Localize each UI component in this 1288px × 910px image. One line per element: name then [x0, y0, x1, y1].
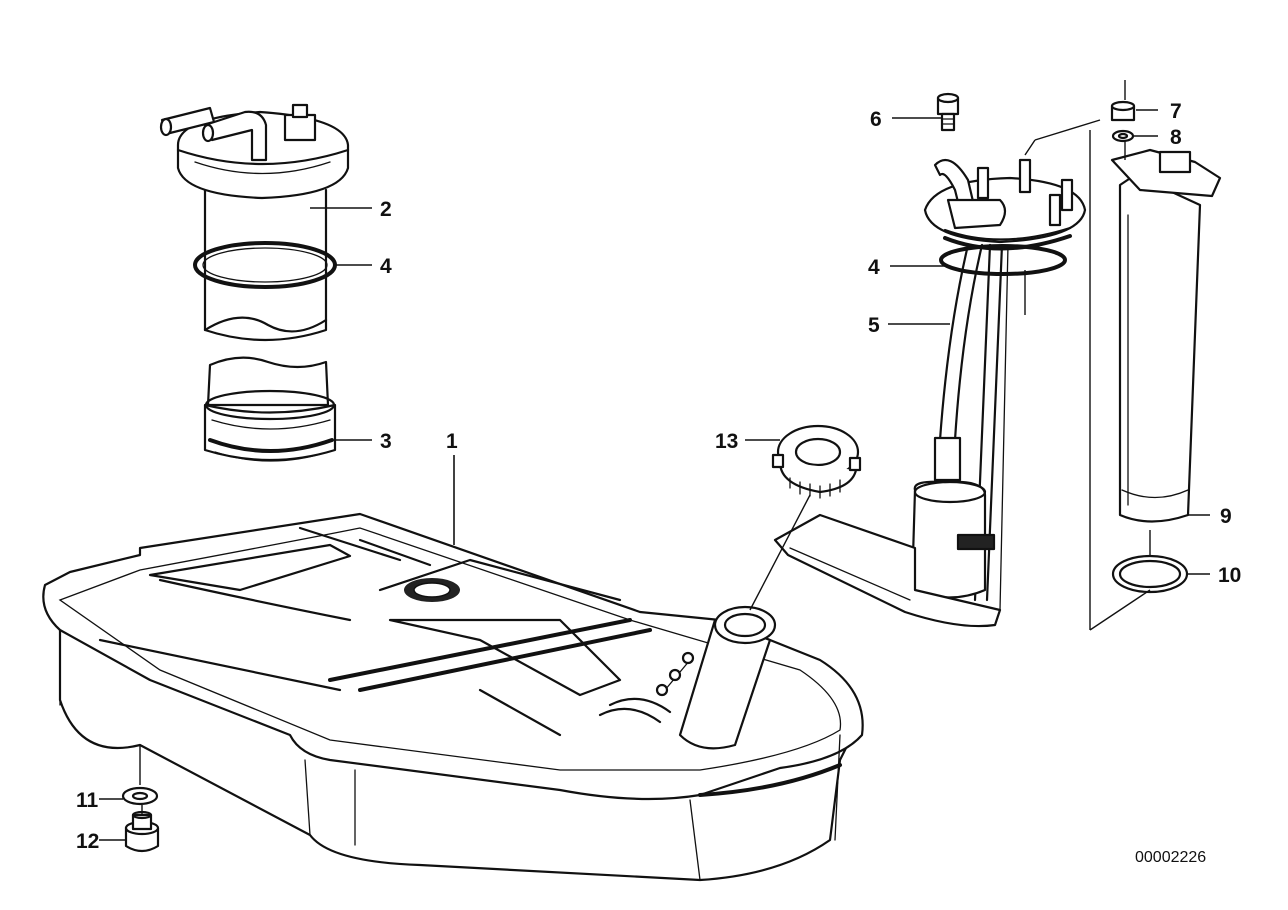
callout-13: 13	[715, 430, 738, 453]
part-4-o-ring-right	[939, 244, 1067, 276]
part-6-screw	[936, 92, 960, 132]
callout-2: 2	[380, 198, 392, 221]
part-11-drain-washer	[121, 786, 159, 806]
part-9-canister	[1110, 148, 1222, 523]
callout-3: 3	[380, 430, 392, 453]
callout-6: 6	[870, 108, 882, 131]
part-3-filter-sleeve	[203, 356, 337, 462]
callout-8: 8	[1170, 126, 1182, 149]
callout-4-left: 4	[380, 255, 392, 278]
callout-labels: 2 4 3 1 6 4 5 7 8 9 10 13 11 12	[76, 100, 1241, 853]
part-10-o-ring	[1111, 554, 1189, 594]
callout-10: 10	[1218, 564, 1241, 587]
callout-5: 5	[868, 314, 880, 337]
leader-lines	[99, 109, 1210, 841]
part-8-washer	[1111, 129, 1135, 143]
part-12-drain-plug	[124, 810, 160, 853]
part-13-filler-grommet	[771, 424, 862, 499]
callout-9: 9	[1220, 505, 1232, 528]
part-5-fuel-pump-sender	[773, 158, 1087, 628]
part-4-o-ring-left	[193, 241, 337, 289]
part-2-pump-housing	[159, 103, 350, 342]
assembly-guide-lines	[139, 80, 1151, 815]
callout-1: 1	[446, 430, 458, 453]
callout-4-right: 4	[868, 256, 880, 279]
callout-12: 12	[76, 830, 99, 853]
callout-11: 11	[76, 789, 99, 812]
callout-7: 7	[1170, 100, 1182, 123]
diagram-reference-number: 00002226	[1135, 849, 1206, 866]
part-1-fuel-tank	[42, 512, 864, 882]
part-7-nut	[1110, 100, 1136, 122]
